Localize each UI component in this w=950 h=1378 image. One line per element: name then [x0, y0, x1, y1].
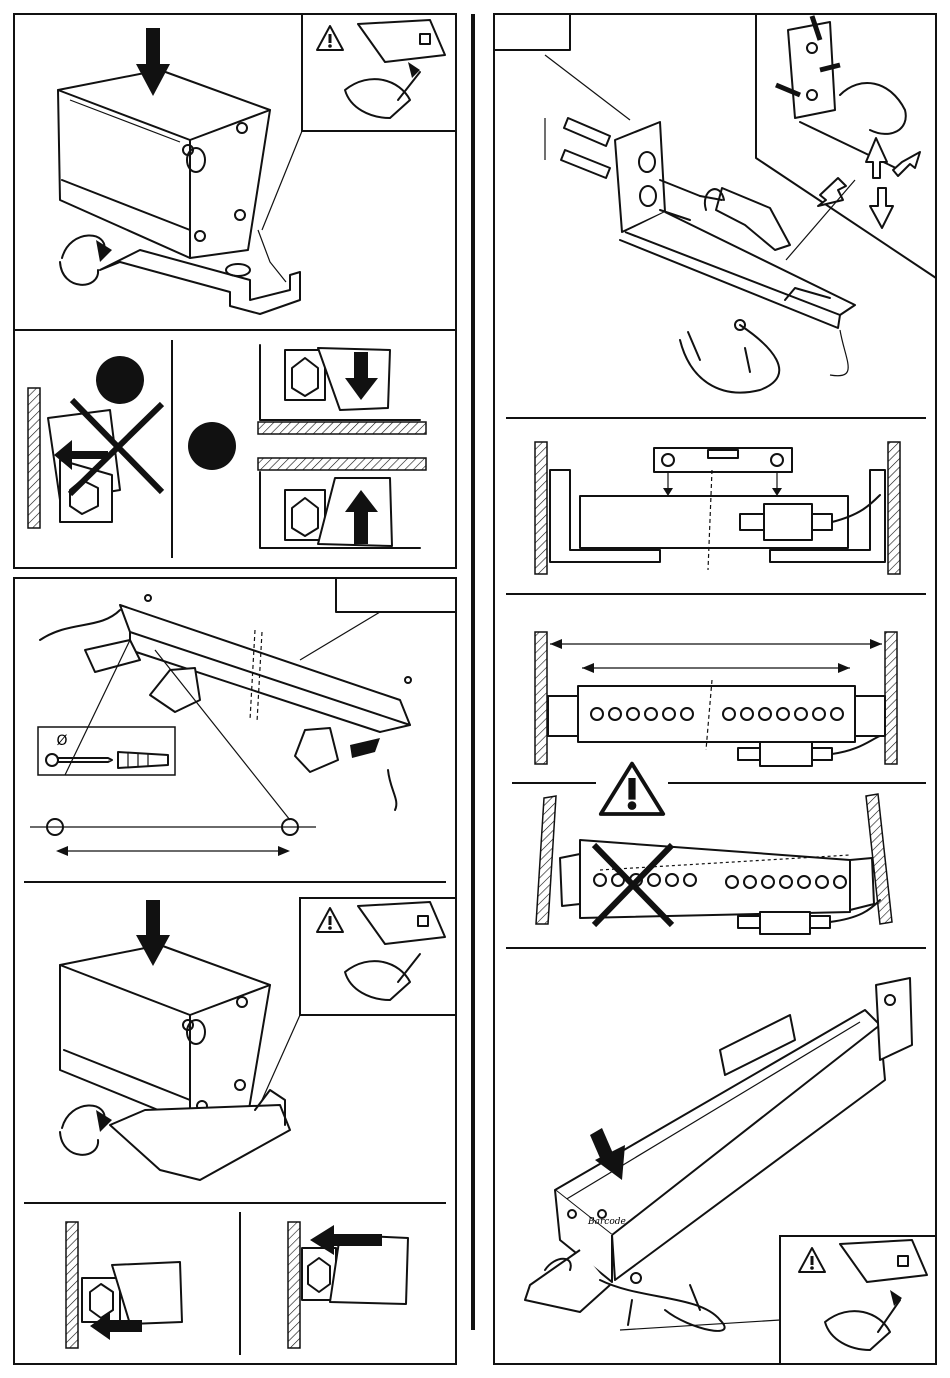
panel-fixture-on-bracket-top: [14, 14, 456, 330]
column-divider: [471, 14, 475, 1330]
panel-orientation-rules: [14, 330, 456, 568]
panel-bracket-drilling: Ø: [14, 578, 456, 1364]
diameter-symbol: Ø: [56, 733, 67, 749]
product-badge: Barcode: [587, 1217, 626, 1227]
wall-plug-icon: [118, 752, 168, 768]
panel-wall-bracket-mounting: Barcode: [494, 14, 936, 1364]
